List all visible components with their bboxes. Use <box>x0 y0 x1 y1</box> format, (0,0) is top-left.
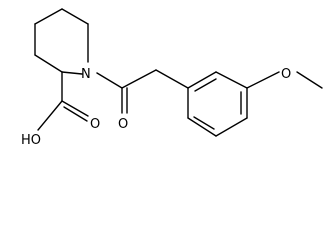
bond-n-amide-c <box>96 72 123 89</box>
bond-carboxyl-oh <box>37 100 63 131</box>
bond-ch2-ring <box>155 69 189 89</box>
methoxy-oxygen-label: O <box>281 67 291 82</box>
bond-ring-n-c2 <box>61 71 83 75</box>
bond-benzene-2 <box>215 71 248 89</box>
carboxylic-acid-label: HO <box>21 133 41 148</box>
bond-ring-c5-c6 <box>61 8 89 25</box>
bond-ring-methoxy-o <box>246 71 280 89</box>
bond-benzene-5 <box>187 117 217 137</box>
bond-ring-c2-c3 <box>34 54 63 73</box>
bond-carboxyl-co-1 <box>61 100 89 117</box>
bond-ring-c4-c5 <box>34 8 63 25</box>
bond-methoxy-o-ch3 <box>296 71 323 89</box>
bond-benzene-inner-1 <box>194 78 217 92</box>
bond-benzene-1 <box>187 71 217 89</box>
nitrogen-label: N <box>81 67 91 82</box>
bond-benzene-inner-3 <box>193 116 215 130</box>
ketone-oxygen-label: O <box>118 117 128 132</box>
molecule-structure-canvas: N O HO O O <box>21 8 323 148</box>
bond-carboxyl-co-2 <box>63 106 88 122</box>
molecule-structure: N O HO O O <box>21 8 323 148</box>
bond-benzene-4 <box>215 117 248 137</box>
acid-carbonyl-oxygen-label: O <box>90 117 100 132</box>
bond-amide-ch2 <box>121 69 157 89</box>
